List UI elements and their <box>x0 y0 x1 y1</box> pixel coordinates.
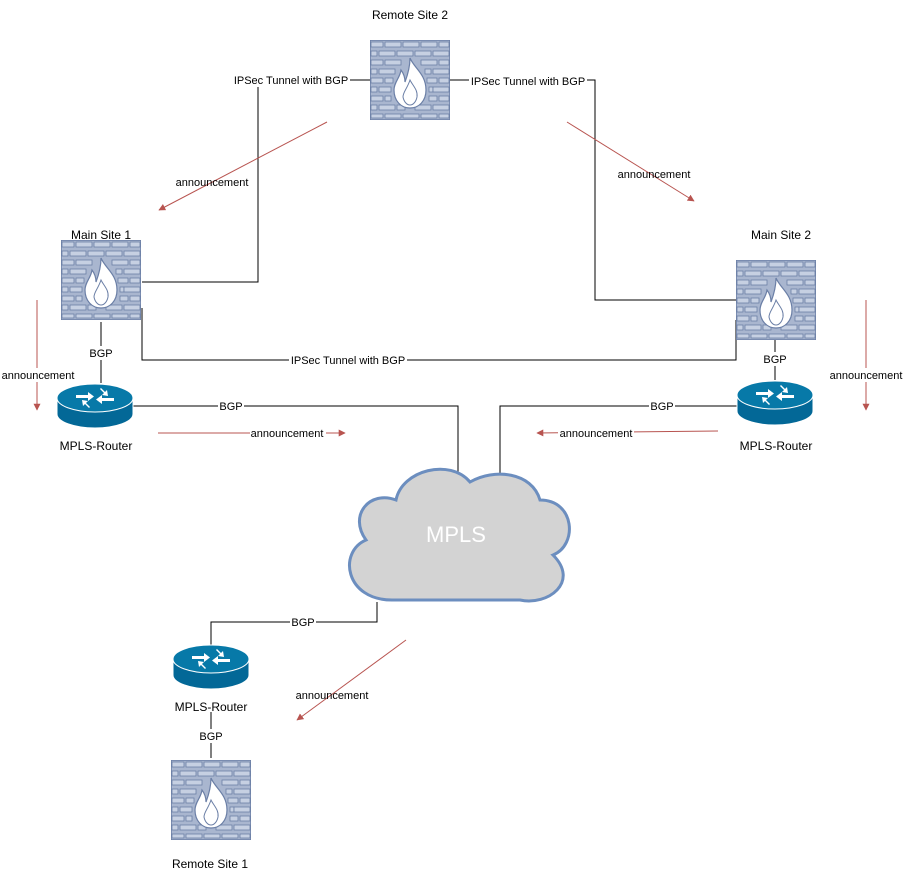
bgp-label-left-router-mpls: BGP <box>219 401 242 413</box>
announcement-label-7: announcement <box>296 690 369 702</box>
ipsec-line-main1-main2 <box>141 308 737 361</box>
site-label-main-2: Main Site 2 <box>751 228 811 242</box>
ipsec-label-remote2-main2: IPSec Tunnel with BGP <box>471 76 585 88</box>
bgp-label-main1-router: BGP <box>89 348 112 360</box>
firewall-icon-remote-site-1 <box>171 760 251 840</box>
router-icon-left <box>56 383 134 429</box>
router-label-bottom: MPLS-Router <box>175 700 248 714</box>
bgp-label-bottom-router-remote1: BGP <box>199 731 222 743</box>
site-label-remote-2: Remote Site 2 <box>372 8 448 22</box>
bgp-label-main2-router: BGP <box>763 354 786 366</box>
firewall-icon-remote-site-2 <box>370 40 450 120</box>
announcement-label-1: announcement <box>176 177 249 189</box>
announcement-label-5: announcement <box>251 428 324 440</box>
router-label-left: MPLS-Router <box>60 439 133 453</box>
cloud-shape <box>348 467 571 603</box>
ipsec-label-main1-main2: IPSec Tunnel with BGP <box>291 355 405 367</box>
cloud-label: MPLS <box>426 522 486 547</box>
firewall-icon-main-site-1 <box>61 240 141 320</box>
link-labels: IPSec Tunnel with BGP IPSec Tunnel with … <box>88 73 788 743</box>
ipsec-line-remote2-main2 <box>450 79 736 301</box>
router-label-right: MPLS-Router <box>740 439 813 453</box>
announcement-label-2: announcement <box>618 169 691 181</box>
announcement-labels: announcement announcement announcement a… <box>0 169 903 702</box>
bgp-line-left-router-mpls <box>133 405 459 478</box>
site-label-remote-1: Remote Site 1 <box>172 857 248 871</box>
site-label-main-1: Main Site 1 <box>71 228 131 242</box>
bgp-label-right-router-mpls: BGP <box>650 401 673 413</box>
announcement-arrow-1 <box>158 121 328 211</box>
announcement-arrow-2 <box>566 121 695 202</box>
ipsec-label-remote2-main1: IPSec Tunnel with BGP <box>234 75 348 87</box>
announcement-arrows <box>33 121 870 721</box>
announcement-label-4: announcement <box>830 370 903 382</box>
router-icon-right <box>736 380 814 426</box>
announcement-label-6: announcement <box>560 428 633 440</box>
mpls-cloud: MPLS <box>348 467 571 603</box>
announcement-arrow-7 <box>296 639 407 721</box>
firewall-icon-main-site-2 <box>736 260 816 340</box>
bgp-label-mpls-bottom-router: BGP <box>291 617 314 629</box>
announcement-label-3: announcement <box>2 370 75 382</box>
bgp-line-right-router-mpls <box>499 405 737 478</box>
router-icon-bottom <box>172 644 250 690</box>
